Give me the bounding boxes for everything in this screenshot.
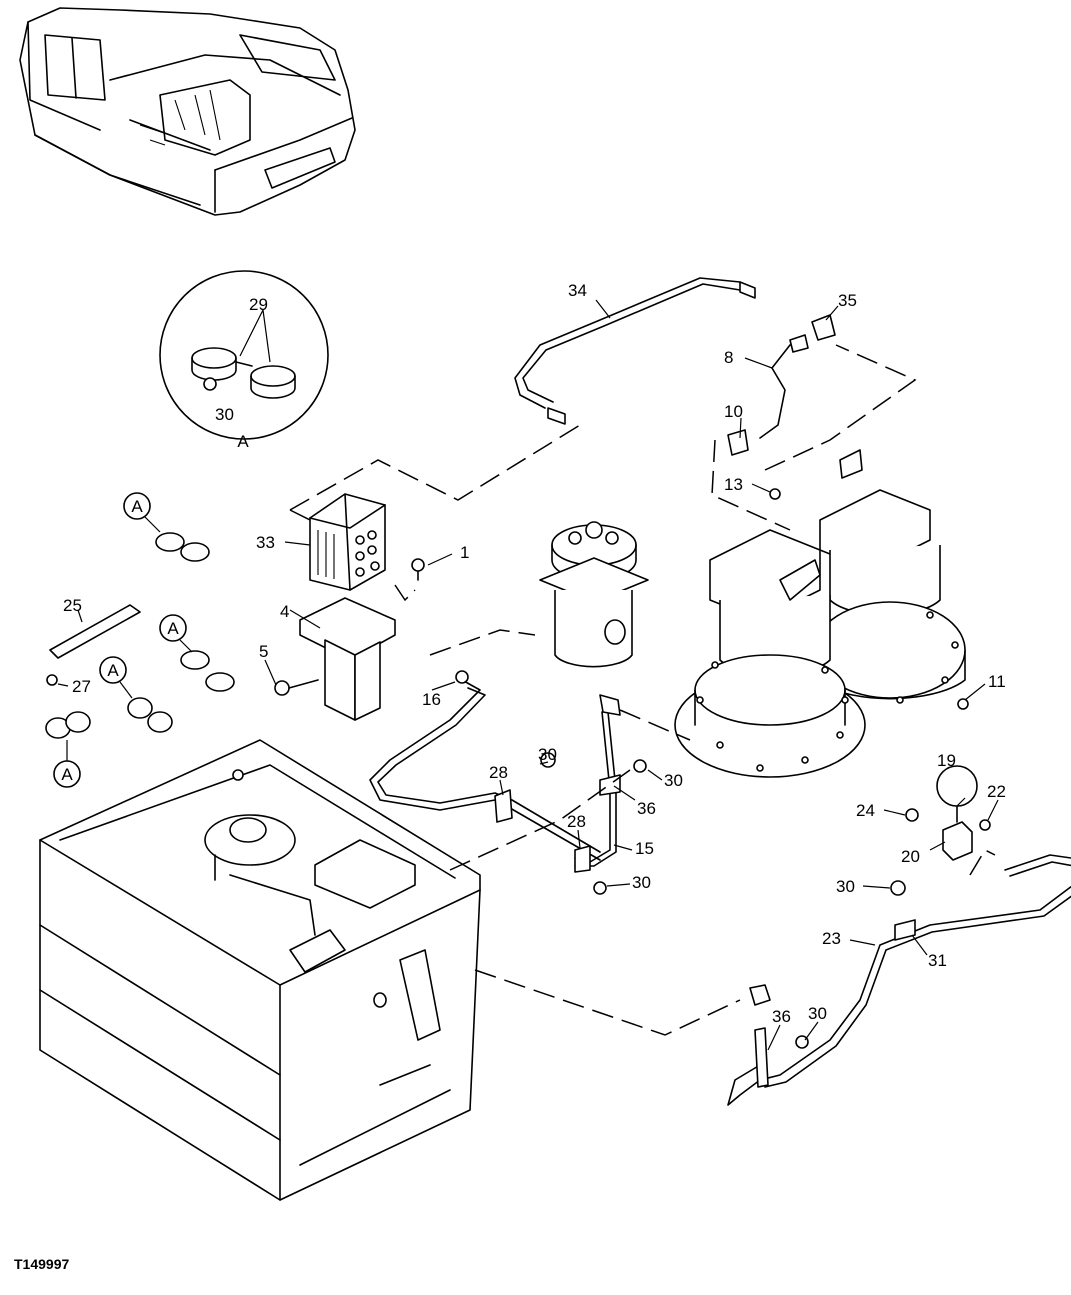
detail-a-marker: A xyxy=(53,740,81,788)
figure-id: T149997 xyxy=(14,1256,69,1272)
detail-a-marker: A xyxy=(159,614,193,653)
excavator-overview xyxy=(19,7,356,216)
callout-36b: 36 xyxy=(772,1007,791,1026)
gearbox-bolts xyxy=(696,611,959,772)
detail-a-marker: A xyxy=(99,656,133,699)
detail-a-label: A xyxy=(167,619,179,638)
clamps xyxy=(45,532,235,739)
callout-10: 10 xyxy=(724,402,743,421)
detail-a-label: A xyxy=(61,765,73,784)
callout-1: 1 xyxy=(460,543,469,562)
swivel-joint xyxy=(539,521,649,668)
callout-31: 31 xyxy=(928,951,947,970)
callout-24: 24 xyxy=(856,801,875,820)
callout-5: 5 xyxy=(259,642,268,661)
bracket-4 xyxy=(274,597,396,721)
accumulator-19 xyxy=(905,765,991,861)
hose-lines xyxy=(369,277,1071,1106)
callout-13: 13 xyxy=(724,475,743,494)
callout-labels: 1 4 5 8 10 11 13 15 16 19 20 22 23 24 25… xyxy=(63,281,1006,1026)
callout-11: 11 xyxy=(988,672,1006,691)
callout-8: 8 xyxy=(724,348,733,367)
fasteners xyxy=(455,488,969,1049)
callout-28b: 28 xyxy=(567,812,586,831)
callout-4: 4 xyxy=(280,602,289,621)
detail-a-circle xyxy=(159,270,329,440)
callout-20: 20 xyxy=(901,847,920,866)
callout-19: 19 xyxy=(937,751,956,770)
valve-block-33 xyxy=(309,493,425,591)
callout-36: 36 xyxy=(637,799,656,818)
callout-33: 33 xyxy=(256,533,275,552)
detail-a-label: A xyxy=(107,661,119,680)
callout-27: 27 xyxy=(72,677,91,696)
detail-a-label: A xyxy=(131,497,143,516)
hydraulic-tank xyxy=(39,739,481,1201)
callout-30: 30 xyxy=(836,877,855,896)
callout-15: 15 xyxy=(635,839,654,858)
callout-28: 28 xyxy=(489,763,508,782)
leader-lines xyxy=(57,299,999,1051)
callout-22: 22 xyxy=(987,782,1006,801)
callout-23: 23 xyxy=(822,929,841,948)
callout-30: 30 xyxy=(808,1004,827,1023)
callout-30-detail: 30 xyxy=(215,405,234,424)
detail-a-circle-label: A xyxy=(237,432,249,451)
detail-a-markers: A A A A xyxy=(53,492,193,788)
callout-34: 34 xyxy=(568,281,587,300)
callout-29: 29 xyxy=(249,295,268,314)
callout-30: 30 xyxy=(632,873,651,892)
connection-lines xyxy=(289,344,996,1036)
callout-30: 30 xyxy=(538,745,557,764)
callout-16: 16 xyxy=(422,690,441,709)
detail-a-marker: A xyxy=(123,492,161,533)
callout-25: 25 xyxy=(63,596,82,615)
callout-30: 30 xyxy=(664,771,683,790)
callout-35: 35 xyxy=(838,291,857,310)
swing-motor-assembly xyxy=(674,449,966,778)
